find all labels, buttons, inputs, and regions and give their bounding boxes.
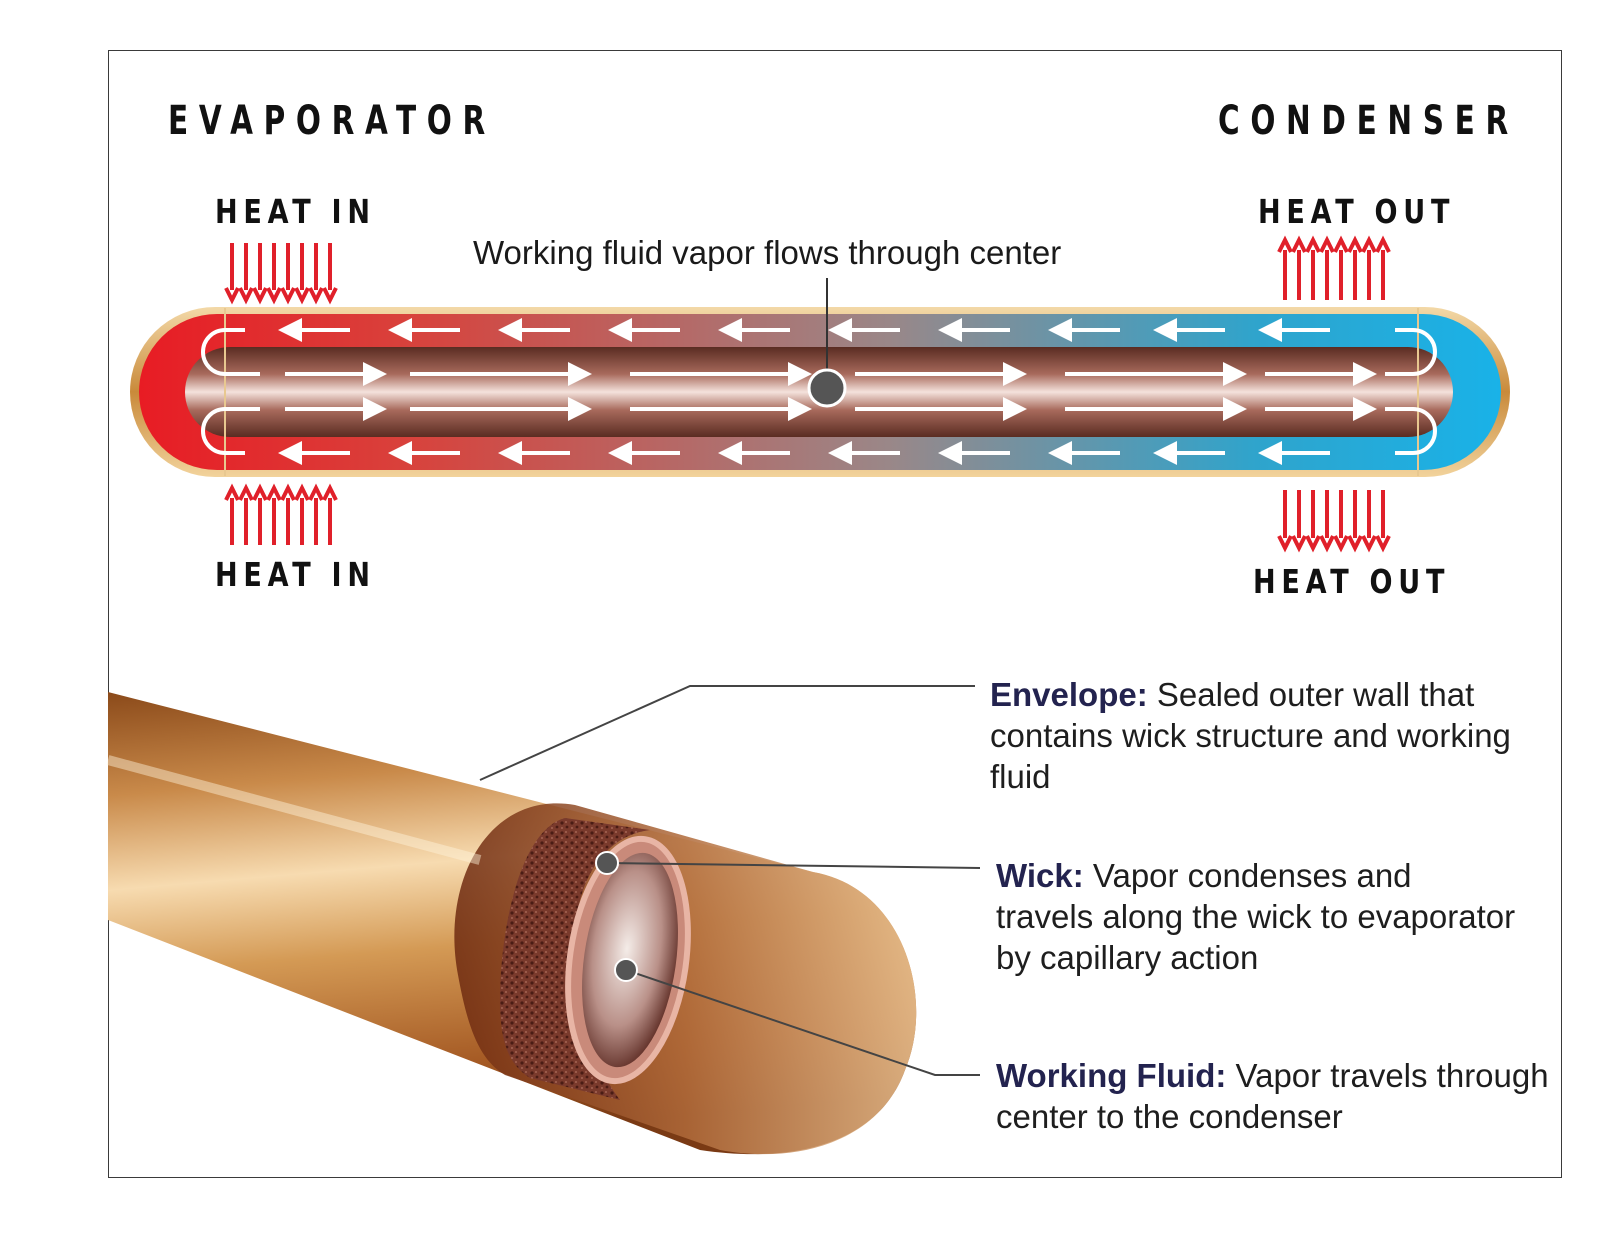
heat-out-arrow — [1319, 235, 1335, 300]
diagram-frame — [108, 50, 1562, 1178]
heat-out-top-label: HEAT OUT — [1258, 192, 1456, 231]
heat-in-arrow — [280, 483, 296, 545]
condenser-title: CONDENSER — [1218, 98, 1519, 144]
heat-out-bottom-label: HEAT OUT — [1253, 562, 1451, 601]
wick-text: Vapor condenses and travels along the wi… — [996, 857, 1516, 976]
heat-out-arrow — [1347, 490, 1363, 553]
wick-term: Wick: — [996, 857, 1084, 894]
heat-in-arrow — [294, 483, 310, 545]
heat-pipe-schematic — [130, 278, 1510, 477]
heat-in-bottom-label: HEAT IN — [215, 555, 376, 594]
wick-marker-dot — [595, 851, 619, 875]
heat-in-arrow — [224, 243, 240, 305]
heat-arrows — [224, 235, 1391, 553]
heat-in-arrow — [308, 243, 324, 305]
flow-loop-right-bottom — [1385, 407, 1437, 455]
heat-in-arrow — [266, 483, 282, 545]
evaporator-title: EVAPORATOR — [168, 98, 496, 144]
heat-in-arrow — [238, 483, 254, 545]
flow-loop-right — [1385, 328, 1437, 376]
heat-out-arrow — [1361, 490, 1377, 553]
heat-in-arrow — [238, 243, 254, 305]
fluid-text: Vapor travels through center to the cond… — [996, 1057, 1549, 1135]
tube-wick-cross-section — [500, 818, 650, 1100]
heat-in-arrow — [252, 243, 268, 305]
wick-leader — [606, 862, 981, 869]
heat-in-arrow — [322, 243, 338, 305]
wick-callout: Wick: Vapor condenses and travels along … — [996, 855, 1516, 978]
heat-out-arrow — [1319, 490, 1335, 553]
heat-in-arrow — [266, 243, 282, 305]
vapor-marker-dot — [807, 368, 847, 408]
fluid-callout: Working Fluid: Vapor travels through cen… — [996, 1055, 1556, 1137]
flow-loop-left — [201, 328, 260, 376]
heat-in-arrow — [322, 483, 338, 545]
fluid-marker-dot — [614, 958, 638, 982]
envelope-text: Sealed outer wall that contains wick str… — [990, 676, 1511, 795]
heat-in-arrow — [224, 483, 240, 545]
heat-out-arrow — [1333, 235, 1349, 300]
envelope-callout: Envelope: Sealed outer wall that contain… — [990, 674, 1550, 797]
heat-out-arrow — [1277, 490, 1293, 553]
heat-out-arrow — [1361, 235, 1377, 300]
heat-out-arrow — [1305, 490, 1321, 553]
envelope-leader — [479, 685, 975, 781]
flow-arrows — [278, 318, 1377, 465]
tube-highlight — [106, 755, 482, 865]
heat-out-arrow — [1333, 490, 1349, 553]
vapor-caption: Working fluid vapor flows through center — [473, 234, 1062, 271]
heat-in-top-label: HEAT IN — [215, 192, 376, 231]
heat-out-arrow — [1291, 490, 1307, 553]
heat-out-arrow — [1347, 235, 1363, 300]
fluid-term: Working Fluid: — [996, 1057, 1227, 1094]
heat-out-arrow — [1291, 235, 1307, 300]
fluid-leader — [625, 969, 980, 1076]
envelope-term: Envelope: — [990, 676, 1148, 713]
heat-out-arrow — [1277, 235, 1293, 300]
cutaway-tube — [106, 685, 981, 1155]
heat-in-arrow — [280, 243, 296, 305]
heat-out-arrow — [1305, 235, 1321, 300]
heat-out-arrow — [1375, 235, 1391, 300]
flow-loop-left-bottom — [201, 407, 260, 455]
heat-in-arrow — [308, 483, 324, 545]
heat-out-arrow — [1375, 490, 1391, 553]
heat-in-arrow — [294, 243, 310, 305]
heat-in-arrow — [252, 483, 268, 545]
